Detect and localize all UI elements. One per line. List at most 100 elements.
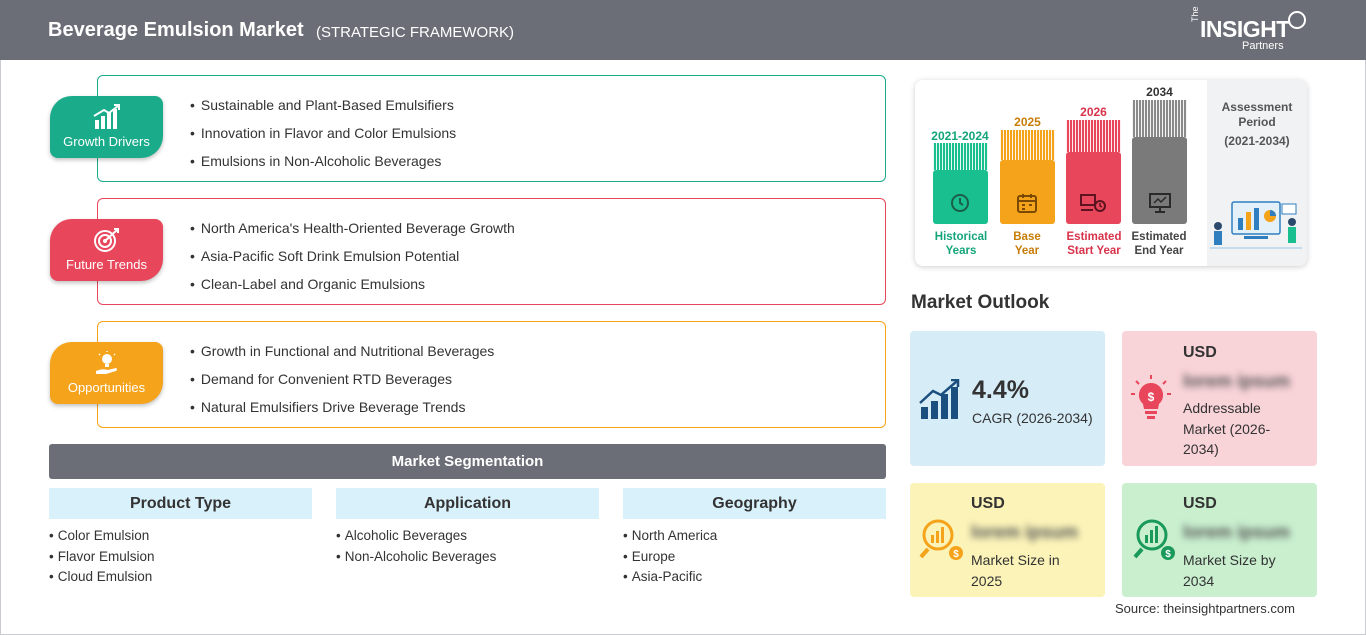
list-item: Alcoholic Beverages <box>336 527 599 548</box>
assessment-range: (2021-2034) <box>1224 134 1290 148</box>
timeline-bar-top <box>1000 130 1055 160</box>
opportunities-card: Growth in Functional and Nutritional Bev… <box>97 321 886 428</box>
usd-label: USD <box>1183 344 1217 361</box>
list-item: Natural Emulsifiers Drive Beverage Trend… <box>190 398 494 426</box>
future-trends-badge: Future Trends <box>50 219 163 281</box>
svg-text:$: $ <box>953 549 959 560</box>
timeline-bar <box>933 170 988 224</box>
timeline-bar <box>1066 152 1121 224</box>
cagr-value: 4.4% <box>972 376 1029 404</box>
desc-line: 2034) <box>1183 441 1219 457</box>
desc-line: 2025 <box>971 572 1003 589</box>
logo-ring-icon <box>1288 11 1306 29</box>
list-item: Color Emulsion <box>49 527 312 548</box>
caption-line: Historical <box>934 231 988 243</box>
magnifier-money-icon: $ <box>1133 519 1175 560</box>
future-trends-card: North America's Health-Oriented Beverage… <box>97 198 886 305</box>
blurred-value: lorem ipsum <box>1183 522 1291 542</box>
header-bar: Beverage Emulsion Market (STRATEGIC FRAM… <box>0 0 1366 60</box>
calendar-icon <box>1017 194 1037 213</box>
timeline-year: 2021-2024 <box>931 129 989 143</box>
segment-application: Application Alcoholic Beverages Non-Alco… <box>336 488 599 568</box>
caption-line: Estimated <box>1066 231 1122 243</box>
caption-line: Start Year <box>1067 245 1121 257</box>
caption-line: Estimated <box>1131 231 1187 243</box>
timeline-caption: Historical Years <box>926 230 996 258</box>
growth-drivers-list: Sustainable and Plant-Based Emulsifiers … <box>190 96 456 180</box>
logo-partners: Partners <box>1242 40 1284 52</box>
list-item: Asia-Pacific <box>623 568 886 589</box>
size-2034-desc: Market Size by 2034 <box>1183 550 1276 591</box>
page-subtitle: (STRATEGIC FRAMEWORK) <box>316 24 515 41</box>
growth-chart-icon <box>93 104 120 129</box>
caption-line: Years <box>945 245 977 257</box>
future-trends-label: Future Trends <box>66 257 147 272</box>
timeline-bar-top <box>1132 100 1187 137</box>
opportunities-list: Growth in Functional and Nutritional Bev… <box>190 342 494 426</box>
assessment-period: Assessment Period (2021-2034) <box>1207 100 1307 149</box>
timeline-year: 2025 <box>1014 115 1041 129</box>
list-item: Flavor Emulsion <box>49 548 312 569</box>
blurred-value: lorem ipsum <box>1183 371 1291 391</box>
source-text: Source: theinsightpartners.com <box>1115 601 1295 616</box>
segment-product-type: Product Type Color Emulsion Flavor Emuls… <box>49 488 312 589</box>
growth-drivers-label: Growth Drivers <box>63 134 150 149</box>
start-presentation-icon <box>1080 194 1106 212</box>
logo-insight: INSIGHT <box>1200 16 1290 42</box>
desc-line: Market Size by <box>1183 552 1276 568</box>
segment-header: Application <box>336 488 599 519</box>
blurred-value: lorem ipsum <box>971 522 1079 542</box>
future-trends-list: North America's Health-Oriented Beverage… <box>190 219 515 303</box>
usd-label: USD <box>971 495 1005 512</box>
opportunities-label: Opportunities <box>67 380 146 395</box>
list-item: Demand for Convenient RTD Beverages <box>190 370 494 398</box>
growth-drivers-card: Sustainable and Plant-Based Emulsifiers … <box>97 75 886 182</box>
logo-the: The <box>1190 6 1200 22</box>
target-icon <box>94 228 119 252</box>
insight-partners-logo[interactable]: The INSIGHT Partners <box>1190 6 1315 54</box>
page-title: Beverage Emulsion Market <box>48 19 304 41</box>
desc-line: Market Size in <box>971 552 1060 568</box>
segment-list: Color Emulsion Flavor Emulsion Cloud Emu… <box>49 527 312 589</box>
addressable-desc: Addressable Market (2026- 2034) <box>1183 398 1270 460</box>
svg-text:$: $ <box>1148 390 1155 404</box>
size-2025-desc: Market Size in 2025 <box>971 550 1060 591</box>
caption-line: Base <box>1013 231 1041 243</box>
segment-header: Geography <box>623 488 886 519</box>
segmentation-title: Market Segmentation <box>49 444 886 479</box>
history-clock-icon <box>951 194 969 212</box>
segment-header: Product Type <box>49 488 312 519</box>
list-item: Innovation in Flavor and Color Emulsions <box>190 124 456 152</box>
cagr-card: 4.4% CAGR (2026-2034) <box>910 331 1105 466</box>
timeline-caption: Base Year <box>996 230 1058 258</box>
opportunities-badge: Opportunities <box>50 342 163 404</box>
timeline-caption: Estimated Start Year <box>1062 230 1126 258</box>
timeline-caption: Estimated End Year <box>1127 230 1191 258</box>
market-size-2025-card: $ USD lorem ipsum Market Size in 2025 <box>910 483 1105 597</box>
growth-chart-icon <box>919 379 960 419</box>
usd-label: USD <box>1183 495 1217 512</box>
list-item: Cloud Emulsion <box>49 568 312 589</box>
caption-line: Year <box>1014 245 1040 257</box>
desc-line: Addressable <box>1183 400 1261 416</box>
list-item: Sustainable and Plant-Based Emulsifiers <box>190 96 456 124</box>
segment-geography: Geography North America Europe Asia-Paci… <box>623 488 886 589</box>
timeline-bar <box>1000 160 1055 224</box>
list-item: North America <box>623 527 886 548</box>
timeline-bar-top <box>1066 120 1121 152</box>
list-item: Growth in Functional and Nutritional Bev… <box>190 342 494 370</box>
segment-list: North America Europe Asia-Pacific <box>623 527 886 589</box>
caption-line: End Year <box>1134 245 1184 257</box>
assessment-line: Assessment <box>1221 100 1293 114</box>
desc-line: 2034 <box>1183 572 1215 589</box>
market-size-2034-card: $ USD lorem ipsum Market Size by 2034 <box>1122 483 1317 597</box>
growth-drivers-badge: Growth Drivers <box>50 96 163 158</box>
list-item: Asia-Pacific Soft Drink Emulsion Potenti… <box>190 247 515 275</box>
timeline-year: 2034 <box>1146 85 1173 99</box>
timeline-year: 2026 <box>1080 105 1107 119</box>
list-item: Clean-Label and Organic Emulsions <box>190 275 515 303</box>
list-item: Emulsions in Non-Alcoholic Beverages <box>190 152 456 180</box>
money-bulb-icon: $ <box>1131 375 1171 419</box>
addressable-market-card: $ USD lorem ipsum Addressable Market (20… <box>1122 331 1317 466</box>
lightbulb-hand-icon <box>96 351 117 374</box>
